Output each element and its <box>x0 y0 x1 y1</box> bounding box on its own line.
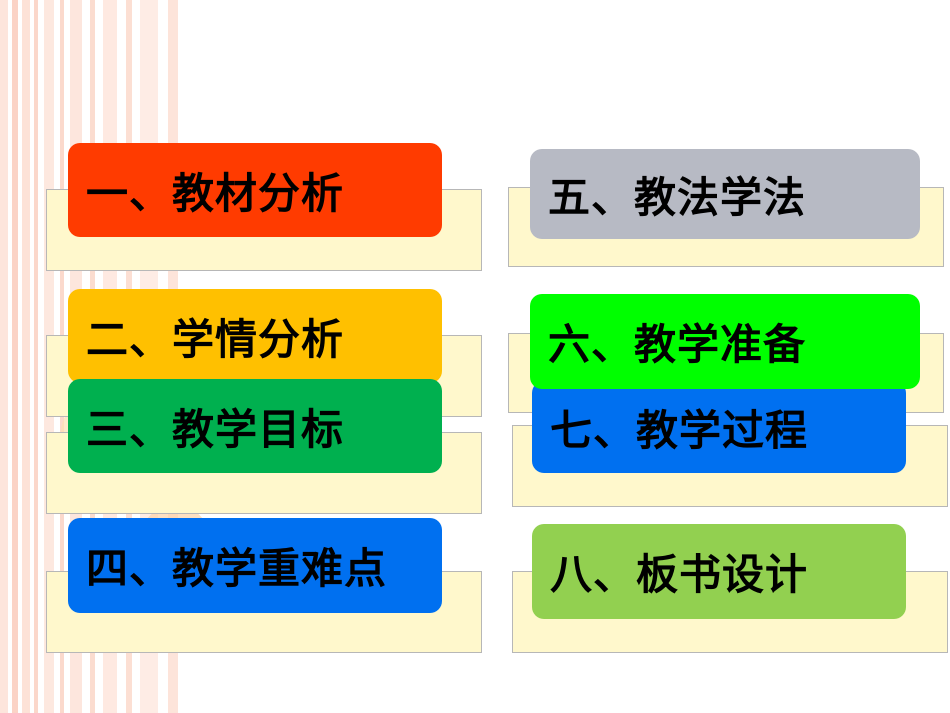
item-label-text: 七、教学过程 <box>550 405 809 455</box>
item-label-6: 六、教学准备 <box>530 294 920 389</box>
item-label-5: 五、教法学法 <box>530 149 920 239</box>
decor-stripe <box>34 0 38 713</box>
item-label-text: 六、教学准备 <box>548 320 807 369</box>
item-label-8: 八、板书设计 <box>532 524 906 619</box>
item-label-text: 八、板书设计 <box>550 550 809 599</box>
item-label-2: 二、学情分析 <box>68 289 442 383</box>
item-label-4: 四、教学重难点 <box>68 518 442 613</box>
decor-stripe <box>22 0 30 713</box>
decor-stripe <box>12 0 18 713</box>
item-label-1: 一、教材分析 <box>68 143 442 237</box>
item-label-text: 三、教学目标 <box>86 404 345 454</box>
item-label-text: 二、学情分析 <box>86 314 345 364</box>
item-label-text: 四、教学重难点 <box>86 544 388 593</box>
item-label-text: 五、教法学法 <box>548 172 807 222</box>
item-label-7: 七、教学过程 <box>532 381 906 473</box>
item-label-text: 一、教材分析 <box>86 168 345 218</box>
decor-stripe <box>0 0 8 713</box>
item-label-3: 三、教学目标 <box>68 379 442 473</box>
